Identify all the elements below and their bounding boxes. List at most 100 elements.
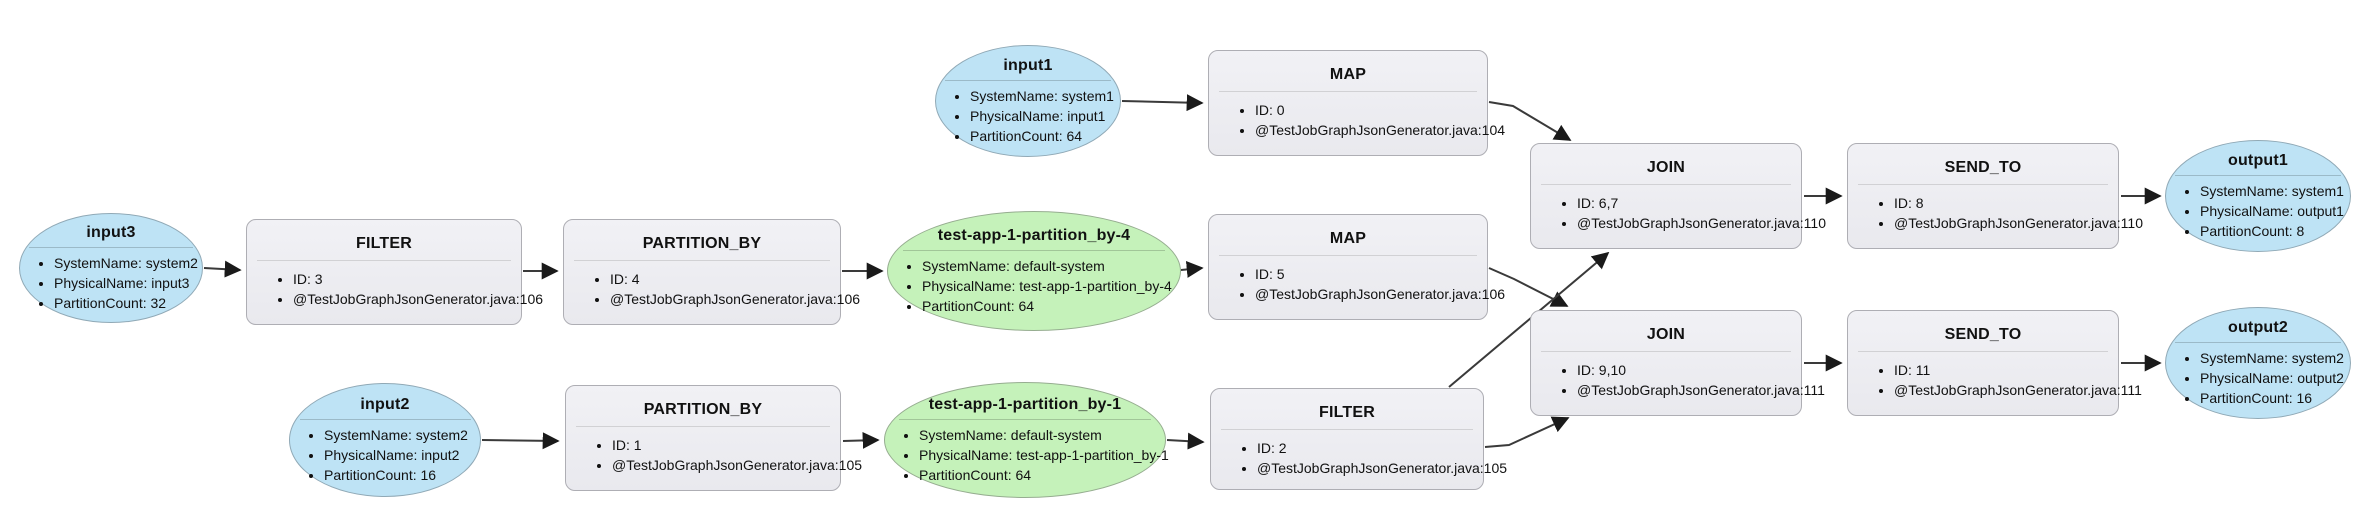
operator-node-send-to-11[interactable]: SEND_TO ID: 11 @TestJobGraphJsonGenerato… [1847,310,2142,416]
node-attribute: PhysicalName: input3 [54,273,202,293]
node-attributes: SystemName: system1 PhysicalName: output… [2166,181,2350,241]
node-attribute: PhysicalName: output2 [2200,368,2350,388]
edge-stream1-to-filter2 [1166,432,1205,450]
node-divider [945,79,1111,81]
node-attribute: SystemName: system1 [970,86,1120,106]
node-attribute: ID: 6,7 [1577,193,1801,213]
node-title: output1 [2227,151,2289,169]
node-title: JOIN [1646,326,1686,343]
node-divider [574,260,830,261]
node-attribute: PartitionCount: 8 [2200,221,2350,241]
node-attributes: SystemName: default-system PhysicalName:… [885,425,1169,485]
node-divider [2175,341,2341,343]
node-divider [1541,351,1791,352]
node-attribute: PhysicalName: input1 [970,106,1120,126]
node-attributes: ID: 8 @TestJobGraphJsonGenerator.java:11… [1848,193,2143,233]
node-attributes: ID: 5 @TestJobGraphJsonGenerator.java:10… [1209,264,1505,304]
node-attributes: SystemName: system1 PhysicalName: input1… [936,86,1120,146]
node-divider [1219,91,1477,92]
node-attribute: SystemName: system2 [2200,348,2350,368]
node-attribute: PhysicalName: test-app-1-partition_by-1 [919,445,1169,465]
node-divider [2175,174,2341,176]
edge-input3-to-filter3 [203,260,242,278]
operator-node-join-6-7[interactable]: JOIN ID: 6,7 @TestJobGraphJsonGenerator.… [1530,143,1826,249]
node-attribute: @TestJobGraphJsonGenerator.java:106 [293,289,543,309]
node-attribute: PartitionCount: 16 [324,465,480,485]
edge-stream4-to-map5 [1180,260,1204,278]
stream-node-output1[interactable]: output1 SystemName: system1 PhysicalName… [2165,140,2351,252]
node-attributes: ID: 6,7 @TestJobGraphJsonGenerator.java:… [1531,193,1826,233]
node-divider [1858,184,2108,185]
operator-node-filter-3[interactable]: FILTER ID: 3 @TestJobGraphJsonGenerator.… [246,219,543,325]
node-divider [29,246,193,248]
node-attribute: ID: 1 [612,435,840,455]
node-attributes: ID: 0 @TestJobGraphJsonGenerator.java:10… [1209,100,1505,140]
node-divider [576,426,830,427]
node-attributes: ID: 2 @TestJobGraphJsonGenerator.java:10… [1211,438,1507,478]
operator-node-map-5[interactable]: MAP ID: 5 @TestJobGraphJsonGenerator.jav… [1208,214,1505,320]
node-attribute: SystemName: default-system [922,256,1180,276]
node-divider [1858,351,2108,352]
node-attribute: ID: 8 [1894,193,2118,213]
node-title: MAP [1329,230,1367,247]
node-attribute: @TestJobGraphJsonGenerator.java:106 [610,289,860,309]
node-attribute: SystemName: system2 [54,253,202,273]
node-title: input2 [360,395,410,413]
stream-node-test-app-1-partition-by-4[interactable]: test-app-1-partition_by-4 SystemName: de… [887,211,1181,331]
node-attribute: SystemName: default-system [919,425,1165,445]
node-title: PARTITION_BY [642,235,762,252]
node-title: SEND_TO [1944,326,2022,343]
stream-node-input3[interactable]: input3 SystemName: system2 PhysicalName:… [19,213,203,323]
stream-node-input1[interactable]: input1 SystemName: system1 PhysicalName:… [935,45,1121,157]
node-attribute: @TestJobGraphJsonGenerator.java:105 [1257,458,1507,478]
operator-node-filter-2[interactable]: FILTER ID: 2 @TestJobGraphJsonGenerator.… [1210,388,1507,490]
node-attributes: ID: 3 @TestJobGraphJsonGenerator.java:10… [247,269,543,309]
node-title: MAP [1329,66,1367,83]
node-attribute: PartitionCount: 64 [970,126,1120,146]
node-title: SEND_TO [1944,159,2022,176]
node-divider [902,249,1166,251]
node-title: test-app-1-partition_by-4 [937,226,1131,244]
edge-filter2-to-join67 [1448,251,1610,388]
node-attributes: ID: 11 @TestJobGraphJsonGenerator.java:1… [1848,360,2142,400]
stream-node-input2[interactable]: input2 SystemName: system2 PhysicalName:… [289,383,481,497]
node-attribute: @TestJobGraphJsonGenerator.java:104 [1255,120,1505,140]
node-attribute: @TestJobGraphJsonGenerator.java:105 [612,455,862,475]
node-divider [1541,184,1791,185]
node-title: JOIN [1646,159,1686,176]
node-attributes: SystemName: system2 PhysicalName: input3… [20,253,202,313]
node-attribute: PartitionCount: 16 [2200,388,2350,408]
node-attribute: SystemName: system2 [324,425,480,445]
node-attribute: ID: 9,10 [1577,360,1801,380]
node-attribute: @TestJobGraphJsonGenerator.java:111 [1577,380,1825,400]
node-attribute: @TestJobGraphJsonGenerator.java:110 [1894,213,2143,233]
node-attributes: ID: 4 @TestJobGraphJsonGenerator.java:10… [564,269,860,309]
node-attribute: ID: 0 [1255,100,1487,120]
node-attributes: SystemName: system2 PhysicalName: input2… [290,425,480,485]
node-attribute: ID: 11 [1894,360,2118,380]
edge-map5-to-join910 [1488,267,1569,307]
operator-node-map-0[interactable]: MAP ID: 0 @TestJobGraphJsonGenerator.jav… [1208,50,1505,156]
node-divider [1219,255,1477,256]
node-attribute: PhysicalName: test-app-1-partition_by-4 [922,276,1180,296]
node-attribute: PartitionCount: 32 [54,293,202,313]
node-title: FILTER [1318,404,1375,421]
node-divider [299,418,471,420]
operator-node-join-9-10[interactable]: JOIN ID: 9,10 @TestJobGraphJsonGenerator… [1530,310,1825,416]
node-attributes: ID: 1 @TestJobGraphJsonGenerator.java:10… [566,435,862,475]
node-title: input3 [86,223,136,241]
node-title: input1 [1003,56,1053,74]
stream-node-output2[interactable]: output2 SystemName: system2 PhysicalName… [2165,307,2351,419]
node-attribute: ID: 3 [293,269,521,289]
stream-node-test-app-1-partition-by-1[interactable]: test-app-1-partition_by-1 SystemName: de… [884,382,1169,498]
node-title: test-app-1-partition_by-1 [928,395,1122,413]
node-attribute: SystemName: system1 [2200,181,2350,201]
operator-node-send-to-8[interactable]: SEND_TO ID: 8 @TestJobGraphJsonGenerator… [1847,143,2143,249]
node-title: output2 [2227,318,2289,336]
edge-map0-to-join67 [1488,101,1572,141]
operator-node-partition-by-4[interactable]: PARTITION_BY ID: 4 @TestJobGraphJsonGene… [563,219,860,325]
node-attribute: PhysicalName: input2 [324,445,480,465]
operator-node-partition-by-1[interactable]: PARTITION_BY ID: 1 @TestJobGraphJsonGene… [565,385,862,491]
edge-filter2-to-join910 [1484,416,1570,448]
